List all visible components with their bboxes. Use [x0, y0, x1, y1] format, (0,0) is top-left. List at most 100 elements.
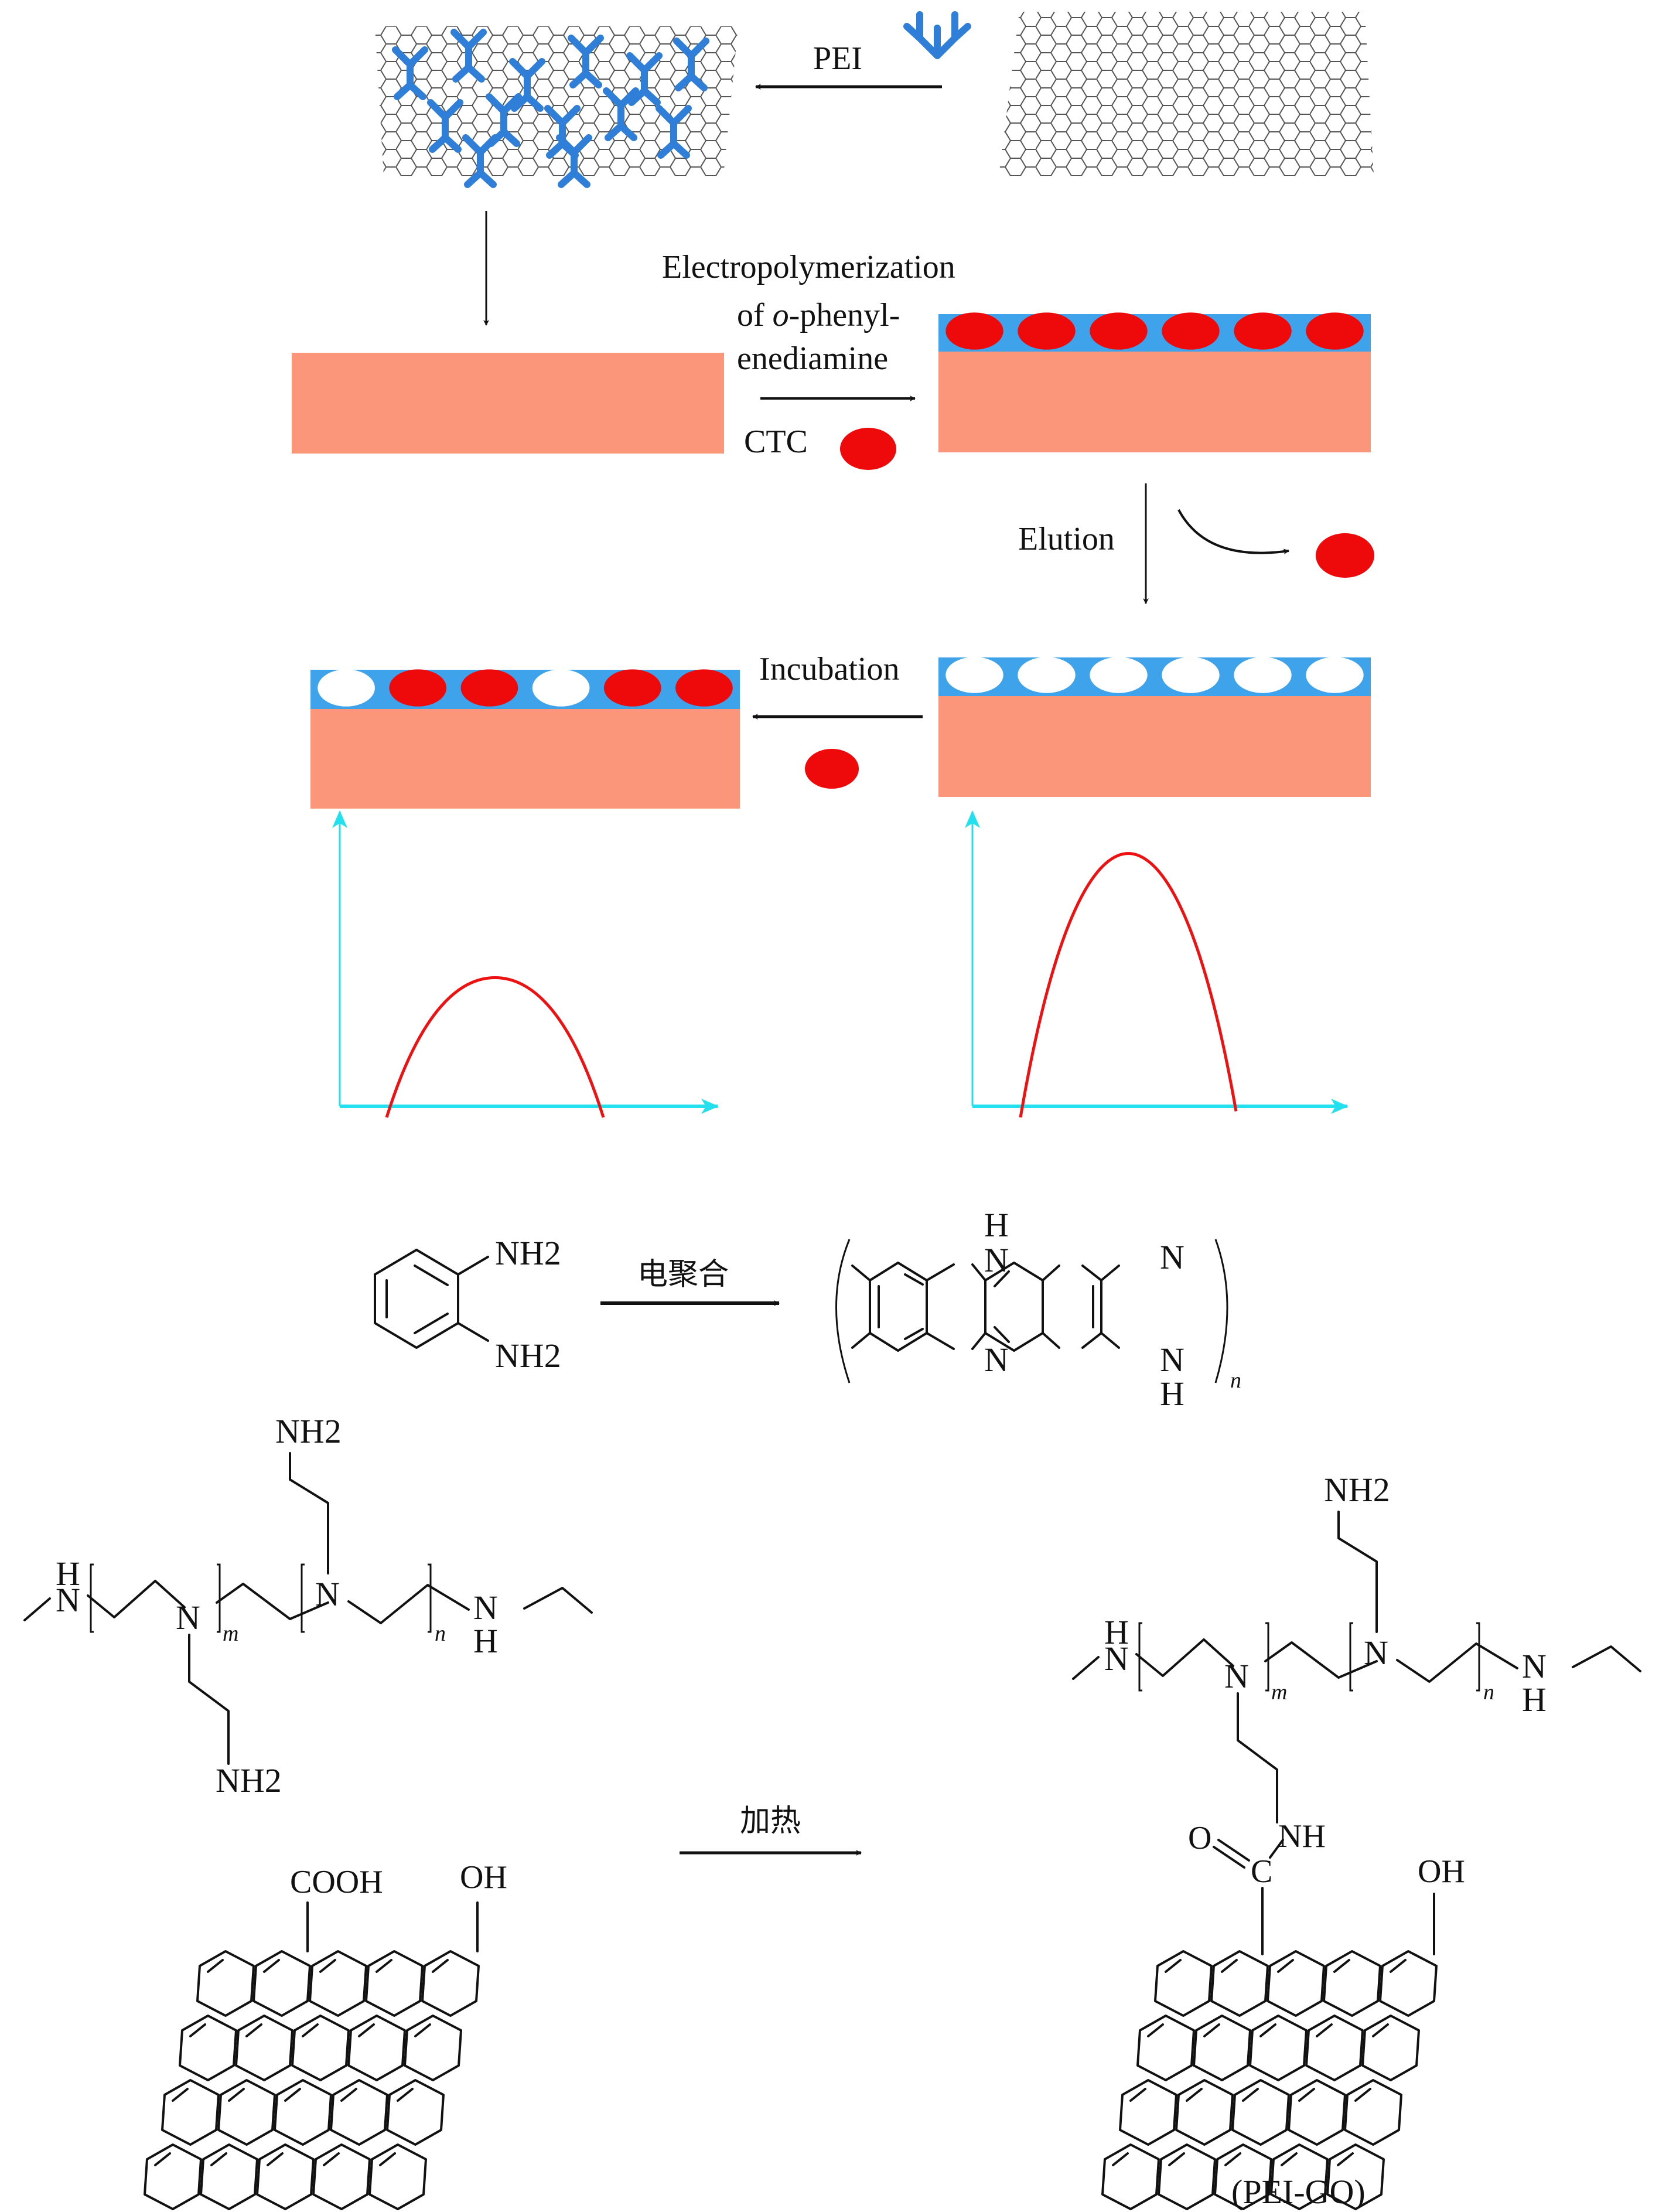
ctc-molecule-icon: [840, 428, 896, 470]
rebound-empty-cavity: [318, 669, 375, 707]
ring-double-bond: [1277, 1959, 1294, 1973]
rebound-empty-cavity: [532, 669, 590, 707]
ring-double-bond: [1203, 2023, 1220, 2037]
eluted-empty-cavity: [1306, 657, 1364, 693]
pei-branch: [673, 38, 709, 91]
ring-double-bond: [1168, 2152, 1185, 2166]
imprinted-filled-cavity: [1090, 312, 1148, 350]
repeat-subscript-n: n: [1230, 1368, 1241, 1393]
graphene-ring: [330, 2079, 388, 2146]
graphene-ring: [1323, 1950, 1381, 2017]
atom-n: N: [1104, 1640, 1129, 1678]
ring-double-bond: [323, 2152, 340, 2166]
go-sheet: [999, 12, 1374, 176]
pei-branch: [450, 29, 487, 83]
graphene-ring: [144, 2143, 202, 2210]
pei-backbone: [23, 1580, 593, 1624]
ring-double-bond: [207, 1959, 224, 1973]
atom-h-end: H: [1522, 1681, 1547, 1719]
eluted-empty-cavity: [1090, 657, 1148, 693]
graphene-ring: [386, 2079, 445, 2146]
ring-double-bond: [432, 1959, 449, 1973]
rebound-filled-cavity: [675, 669, 733, 707]
atom-n-m: N: [1224, 1657, 1249, 1695]
ring-double-bond: [1129, 2088, 1146, 2102]
rebound-filled-cavity: [603, 669, 661, 707]
pei-branch: [556, 134, 592, 188]
ring-double-bond: [210, 2152, 227, 2166]
eluted-empty-cavity: [1018, 657, 1076, 693]
ring-double-bond: [1221, 1959, 1238, 1973]
graphene-ring: [1231, 2079, 1290, 2146]
atom-n-m: N: [176, 1598, 200, 1637]
graphene-ring: [421, 1950, 480, 2017]
atom-n-branch: N: [1364, 1634, 1388, 1672]
rebound-filled-cavity: [460, 669, 518, 707]
graphene-ring: [252, 1950, 311, 2017]
imprinted-filled-cavity: [1306, 312, 1364, 350]
nh2-upper: NH2: [1324, 1471, 1390, 1509]
pei-backbone: [1072, 1638, 1641, 1683]
ctc-label: CTC: [744, 424, 808, 460]
graphene-ring: [274, 2079, 332, 2146]
ring-double-bond: [263, 1959, 280, 1973]
rebinding-ctc-icon: [805, 749, 859, 789]
carbonyl-o: O: [1188, 1820, 1211, 1856]
atom-n-branch: N: [315, 1575, 340, 1613]
pei-branch: [544, 105, 581, 159]
ring-double-bond: [376, 1959, 392, 1973]
graphene-ring: [1288, 2079, 1346, 2146]
graphene-ring: [1249, 2015, 1308, 2081]
elution-label: Elution: [1018, 521, 1115, 557]
pei-go-product: C O NH OH (PEI-GO): [1101, 1818, 1465, 2211]
graphene-ring: [256, 2143, 315, 2210]
carbonyl-c: C: [1251, 1853, 1272, 1890]
ring-double-bond: [1316, 2023, 1333, 2037]
graphene-ring: [1193, 2015, 1251, 2081]
ring-double-bond: [245, 2023, 262, 2037]
chart-rebound: [332, 810, 719, 1118]
rebound-filled-cavity: [389, 669, 447, 707]
graphene-ring: [368, 2143, 427, 2210]
ring-double-bond: [1147, 2023, 1164, 2037]
pei-brackets: [1138, 1622, 1480, 1692]
pei-branch-upper: [289, 1452, 329, 1574]
pei-branch: [656, 105, 692, 159]
ring-double-bond: [340, 2088, 357, 2102]
arrow-template-removed: [1177, 509, 1289, 555]
ring-double-bond: [379, 2152, 396, 2166]
atom-h: H: [1104, 1613, 1129, 1651]
pei-branch: [392, 46, 428, 100]
ring-double-bond: [1333, 1959, 1350, 1973]
ring-double-bond: [154, 2152, 171, 2166]
ring-double-bond: [414, 2023, 431, 2037]
enediamine-label: enediamine: [737, 340, 888, 377]
ring-double-bond: [1112, 2152, 1129, 2166]
graphene-ring: [365, 1950, 424, 2017]
pei-brackets: [90, 1563, 432, 1633]
graphene-ring: [347, 2015, 406, 2081]
electrode-substrate: [292, 353, 724, 454]
go-pei-sheet: [375, 26, 738, 188]
pei-branch-icon: [903, 11, 971, 59]
pei-branch-upper: [1337, 1511, 1378, 1633]
graphene-ring: [161, 2079, 220, 2146]
ring-double-bond: [172, 2088, 189, 2102]
graphene-ring: [235, 2015, 293, 2081]
ring-double-bond: [1259, 2023, 1276, 2037]
product-name-pei-go: (PEI-GO): [1231, 2173, 1366, 2211]
cooh-group: COOH: [290, 1864, 383, 1900]
atom-h-bottom: H: [1160, 1375, 1184, 1413]
atom-n-right-top: N: [1160, 1238, 1184, 1276]
eluted-empty-cavity: [1234, 657, 1292, 693]
poly-opd-structure: H N N N N H n: [835, 1206, 1241, 1413]
chart-eluted: [965, 810, 1349, 1118]
subscript-n: n: [1483, 1680, 1494, 1705]
nh2-bottom: NH2: [495, 1337, 561, 1375]
electropolymerization-cn-label: 电聚合: [637, 1257, 729, 1292]
go-lattice-left: COOH OH: [144, 1859, 507, 2210]
graphene-ring: [404, 2015, 462, 2081]
graphene-ring: [1210, 1950, 1269, 2017]
